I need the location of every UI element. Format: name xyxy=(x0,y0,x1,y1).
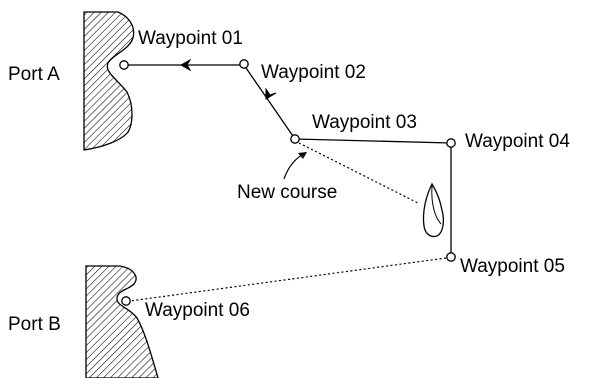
ship-icon xyxy=(422,182,444,238)
waypoint-03-label: Waypoint 03 xyxy=(312,112,417,133)
return-route-line xyxy=(129,257,447,302)
waypoint-03-marker[interactable] xyxy=(290,134,300,144)
waypoint-05-label: Waypoint 05 xyxy=(460,256,565,277)
waypoint-02-marker[interactable] xyxy=(239,59,249,69)
direction-arrow-icon xyxy=(179,58,192,72)
waypoint-05-marker[interactable] xyxy=(446,252,456,262)
waypoint-01-marker[interactable] xyxy=(119,60,129,70)
waypoint-04-marker[interactable] xyxy=(446,138,456,148)
port-a-label: Port A xyxy=(8,64,60,85)
port-b-land xyxy=(85,265,159,378)
direction-arrow-icon xyxy=(265,87,277,100)
new-course-label: New course xyxy=(237,182,337,203)
waypoint-04-label: Waypoint 04 xyxy=(465,131,570,152)
waypoint-06-marker[interactable] xyxy=(121,296,131,306)
waypoint-06-label: Waypoint 06 xyxy=(145,300,250,321)
waypoint-01-label: Waypoint 01 xyxy=(138,28,243,49)
leader-arrow-icon xyxy=(298,152,307,159)
ship-wake xyxy=(431,185,442,225)
port-a-land xyxy=(83,11,135,151)
route-leg-03-04 xyxy=(294,138,452,144)
port-b-label: Port B xyxy=(8,314,61,335)
route-leg-02-03 xyxy=(243,64,296,140)
waypoint-02-label: Waypoint 02 xyxy=(261,62,366,83)
